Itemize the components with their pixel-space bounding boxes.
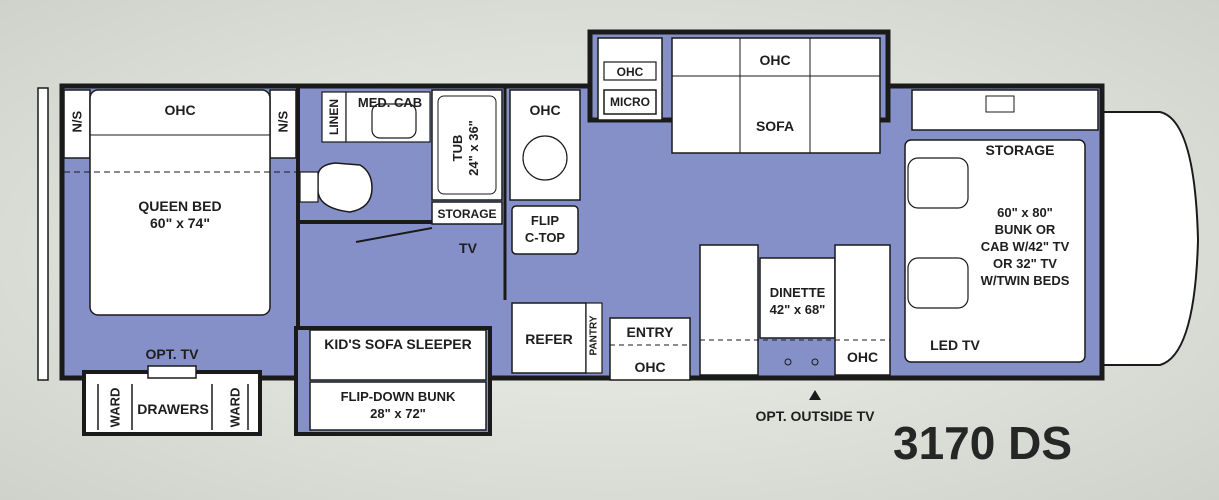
linen-label: LINEN — [327, 99, 341, 135]
flip-bunk-label: FLIP-DOWN BUNK 28" x 72" — [340, 389, 456, 421]
micro-label: MICRO — [610, 95, 650, 109]
nightstand-right-label: N/S — [275, 110, 291, 133]
ohc-entry-label: OHC — [634, 359, 666, 375]
nightstand-left-label: N/S — [69, 110, 85, 133]
ohc-sofa-label: OHC — [759, 52, 791, 68]
ward-left-label: WARD — [107, 387, 123, 428]
ohc-master-label: OHC — [164, 102, 196, 118]
storage-cab-label: STORAGE — [985, 142, 1055, 158]
tv-label: TV — [459, 240, 477, 256]
opt-tv-label: OPT. TV — [145, 346, 199, 362]
ohc-dinette-label: OHC — [846, 349, 879, 365]
drawers-label: DRAWERS — [137, 401, 209, 417]
kids-sofa-label: KID'S SOFA SLEEPER — [324, 336, 472, 352]
dinette-table — [759, 257, 836, 339]
flip-ctop-label: FLIP C-TOP — [524, 213, 566, 245]
ohc-micro-label: OHC — [616, 65, 644, 79]
queen-bed — [89, 89, 271, 316]
opt-outside-tv-label: OPT. OUTSIDE TV — [755, 408, 875, 424]
refer-label: REFER — [525, 331, 573, 347]
entry-label: ENTRY — [626, 324, 674, 340]
sofa — [671, 37, 881, 154]
tub — [431, 89, 503, 201]
med-cab-label: MED. CAB — [357, 95, 423, 110]
storage-bath-label: STORAGE — [437, 207, 497, 221]
dinette-label: DINETTE 42" x 68" — [769, 285, 826, 317]
cab-nose — [1099, 111, 1200, 366]
pantry-label: PANTRY — [588, 315, 600, 356]
tub-label: TUB 24" x 36" — [450, 120, 481, 176]
slideout-wardrobe — [82, 370, 262, 436]
led-tv-label: LED TV — [930, 337, 980, 353]
sofa-label: SOFA — [755, 118, 795, 134]
queen-bed-label: QUEEN BED 60" x 74" — [138, 198, 222, 231]
ward-right-label: WARD — [227, 387, 243, 428]
ohc-galley-label: OHC — [529, 102, 561, 118]
rear-bumper — [37, 87, 49, 381]
model-number: 3170 DS — [893, 417, 1073, 469]
cab-bunk-label: 60" x 80" BUNK OR CAB W/42" TV OR 32" TV… — [980, 205, 1070, 288]
